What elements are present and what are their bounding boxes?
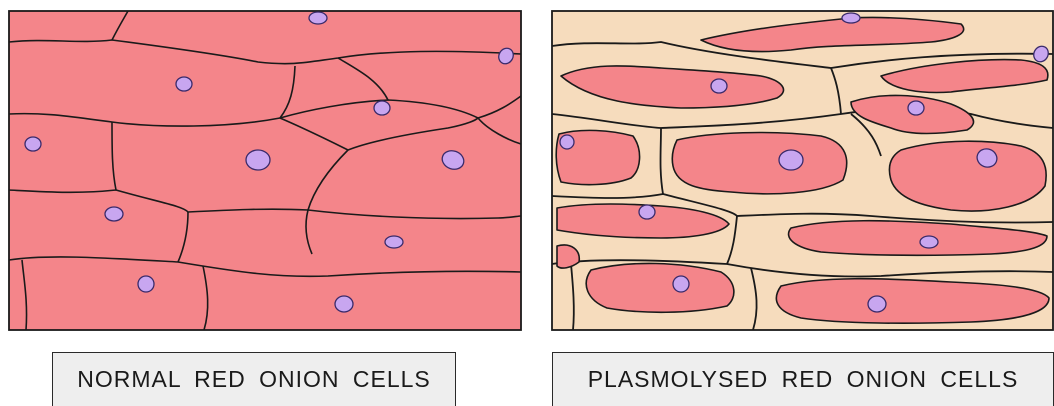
protoplast <box>776 279 1049 323</box>
nucleus <box>711 79 727 93</box>
nucleus <box>25 137 41 151</box>
protoplast <box>672 133 846 194</box>
plasmolysed-cells-caption-text: PLASMOLYSED RED ONION CELLS <box>588 366 1019 393</box>
nucleus <box>335 296 353 312</box>
nucleus <box>920 236 938 248</box>
protoplast <box>586 263 734 312</box>
nucleus <box>105 207 123 221</box>
normal-cell-field <box>9 11 521 330</box>
nucleus <box>779 150 803 170</box>
nucleus <box>842 13 860 23</box>
nucleus <box>374 101 390 115</box>
normal-cells-caption-text: NORMAL RED ONION CELLS <box>77 366 431 393</box>
nucleus <box>868 296 886 312</box>
nucleus <box>176 77 192 91</box>
protoplast <box>889 141 1046 211</box>
plasmolysed-cells-caption: PLASMOLYSED RED ONION CELLS <box>552 352 1054 406</box>
normal-cells-diagram <box>8 10 522 331</box>
plasmolysed-cells-svg <box>551 10 1054 331</box>
normal-cells-svg <box>8 10 522 331</box>
plasmolysed-cells-diagram <box>551 10 1054 331</box>
nucleus <box>385 236 403 248</box>
nucleus <box>908 101 924 115</box>
nucleus <box>309 12 327 24</box>
nucleus <box>639 205 655 219</box>
nucleus <box>560 135 574 149</box>
normal-cells-caption: NORMAL RED ONION CELLS <box>52 352 456 406</box>
nucleus <box>138 276 154 292</box>
nucleus <box>246 150 270 170</box>
nucleus <box>673 276 689 292</box>
